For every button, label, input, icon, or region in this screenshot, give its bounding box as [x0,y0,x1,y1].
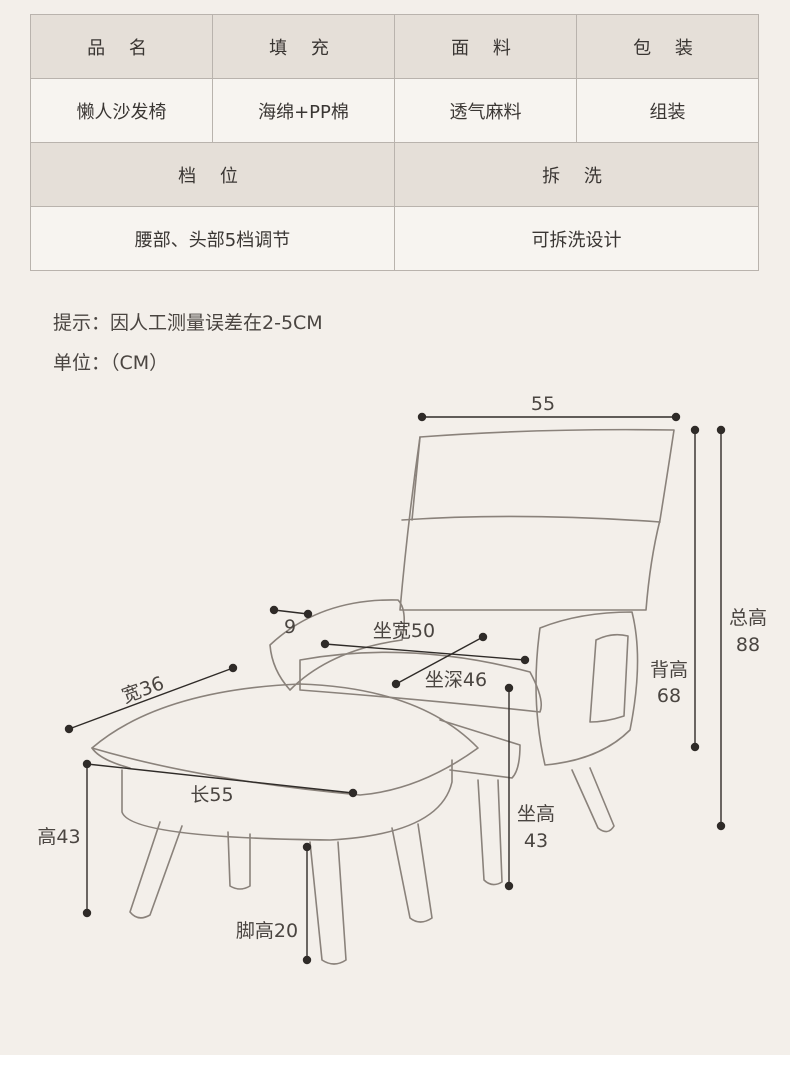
label-seat-height: 坐高 [517,803,555,825]
dim-dot [690,425,700,435]
label-top-width: 55 [531,393,555,415]
dim-dot [716,425,726,435]
spec-header-row-2: 档 位 拆 洗 [30,142,759,207]
label-seat-width: 坐宽50 [373,620,435,642]
dim-dot [303,609,313,619]
unit-note: 单位：（CM） [53,352,169,374]
dim-line-armrest [273,609,309,615]
dim-dot [348,788,358,798]
dim-line-seat-depth [395,636,484,685]
value-filling: 海绵+PP棉 [212,78,395,143]
dim-dot [504,683,514,693]
dim-dot [478,632,488,642]
dim-dot [64,724,74,734]
spec-header-row: 品 名 填 充 面 料 包 装 [30,14,759,79]
dim-dot [302,842,312,852]
dimension-lines [64,412,726,965]
product-spec-page: 品 名 填 充 面 料 包 装 懒人沙发椅 海绵+PP棉 透气麻料 组装 档 位… [0,0,790,1055]
value-name: 懒人沙发椅 [30,78,213,143]
spec-table: 品 名 填 充 面 料 包 装 懒人沙发椅 海绵+PP棉 透气麻料 组装 档 位… [30,14,759,271]
label-back-height: 背高 [650,659,688,681]
dim-dot [269,605,279,615]
header-washing: 拆 洗 [394,142,759,207]
dim-dot [82,908,92,918]
value-back-height: 68 [657,685,681,707]
label-total-height: 总高 [729,607,767,629]
header-packaging: 包 装 [576,14,759,79]
header-gears: 档 位 [30,142,395,207]
dim-dot [504,881,514,891]
value-washing: 可拆洗设计 [394,206,759,271]
dim-dot [671,412,681,422]
label-seat-depth: 坐深46 [425,669,487,691]
dimension-labels: 55 9 坐宽50 坐深46 宽36 长55 高43 脚高20 坐高 43 背高… [37,393,767,942]
header-name: 品 名 [30,14,213,79]
dim-dot [690,742,700,752]
spec-value-row-2: 腰部、头部5档调节 可拆洗设计 [30,206,759,271]
value-seat-height: 43 [524,830,548,852]
dim-dot [302,955,312,965]
value-packaging: 组装 [576,78,759,143]
label-stool-height: 高43 [37,826,80,848]
spec-value-row: 懒人沙发椅 海绵+PP棉 透气麻料 组装 [30,78,759,143]
dim-dot [320,639,330,649]
label-armrest: 9 [284,616,296,638]
dim-dot [228,663,238,673]
value-fabric: 透气麻料 [394,78,577,143]
label-stool-width: 宽36 [119,672,167,707]
label-leg-height: 脚高20 [236,920,298,942]
dim-dot [391,679,401,689]
chair-dimension-diagram: 55 9 坐宽50 坐深46 宽36 长55 高43 脚高20 坐高 43 背高… [37,393,767,965]
dim-line-stool-length [86,763,354,794]
measurement-tip: 提示：因人工测量误差在2-5CM [53,312,323,334]
value-gears: 腰部、头部5档调节 [30,206,395,271]
dim-dot [716,821,726,831]
value-total-height: 88 [736,634,760,656]
dim-dot [417,412,427,422]
dim-line-seat-width [324,643,526,661]
dim-line-stool-width [68,667,234,730]
chair-drawing [91,428,675,965]
label-stool-length: 长55 [190,784,233,806]
dim-dot [520,655,530,665]
